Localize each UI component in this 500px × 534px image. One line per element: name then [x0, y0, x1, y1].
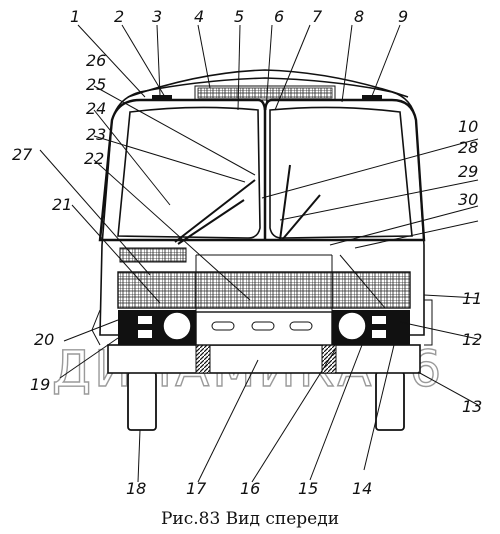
callout-13: 13: [462, 397, 482, 416]
callout-20: 20: [34, 330, 54, 349]
callout-12: 12: [462, 330, 482, 349]
left-tyre: [127, 371, 157, 431]
right-turn-lamp-top: [372, 316, 386, 324]
windscreen-frame: [98, 98, 426, 242]
callout-10: 10: [458, 117, 478, 136]
front-nameplate: [119, 247, 187, 263]
callout-9: 9: [398, 7, 408, 26]
left-turn-lamp-top: [138, 316, 152, 324]
callout-4: 4: [194, 7, 204, 26]
left-turn-lamp-bottom: [138, 330, 152, 338]
callout-25: 25: [86, 75, 106, 94]
right-mirror: [424, 299, 433, 346]
roof-dome: [127, 69, 409, 98]
callout-26: 26: [86, 51, 106, 70]
front-bumper: [107, 344, 421, 374]
radiator-grille: [117, 271, 411, 309]
callout-16: 16: [240, 479, 260, 498]
left-headlamp: [162, 311, 192, 341]
figure-caption: Рис.83 Вид спереди: [161, 509, 339, 529]
callout-1: 1: [70, 7, 80, 26]
callout-7: 7: [312, 7, 323, 26]
vent-slot-1: [211, 321, 235, 331]
callout-24: 24: [86, 99, 106, 118]
callout-30: 30: [458, 190, 478, 209]
right-turn-lamp-bottom: [372, 330, 386, 338]
callout-22: 22: [84, 149, 104, 168]
callout-23: 23: [86, 125, 106, 144]
left-windscreen: [117, 106, 261, 239]
callout-28: 28: [458, 138, 478, 157]
callout-6: 6: [274, 7, 284, 26]
roof-marker-right: [362, 95, 382, 100]
callout-19: 19: [30, 375, 50, 394]
callout-17: 17: [186, 479, 207, 498]
grille-frame: [195, 254, 333, 320]
callout-18: 18: [126, 479, 146, 498]
callout-14: 14: [352, 479, 372, 498]
right-wiper: [279, 164, 321, 241]
right-windscreen: [269, 106, 413, 239]
callout-8: 8: [354, 7, 364, 26]
callout-29: 29: [458, 162, 478, 181]
callout-21: 21: [52, 195, 72, 214]
leader-lines: [39, 24, 479, 483]
roof-marker-left: [152, 95, 172, 100]
vent-slot-3: [289, 321, 313, 331]
callout-15: 15: [298, 479, 318, 498]
callout-3: 3: [152, 7, 162, 26]
left-bumper-guard: [195, 344, 211, 374]
callout-2: 2: [114, 7, 124, 26]
callout-11: 11: [462, 289, 482, 308]
callout-5: 5: [234, 7, 244, 26]
right-headlamp: [337, 311, 367, 341]
destination-panel-glass: [197, 87, 333, 99]
callout-27: 27: [12, 145, 33, 164]
vent-slot-2: [251, 321, 275, 331]
left-wiper: [174, 179, 256, 245]
